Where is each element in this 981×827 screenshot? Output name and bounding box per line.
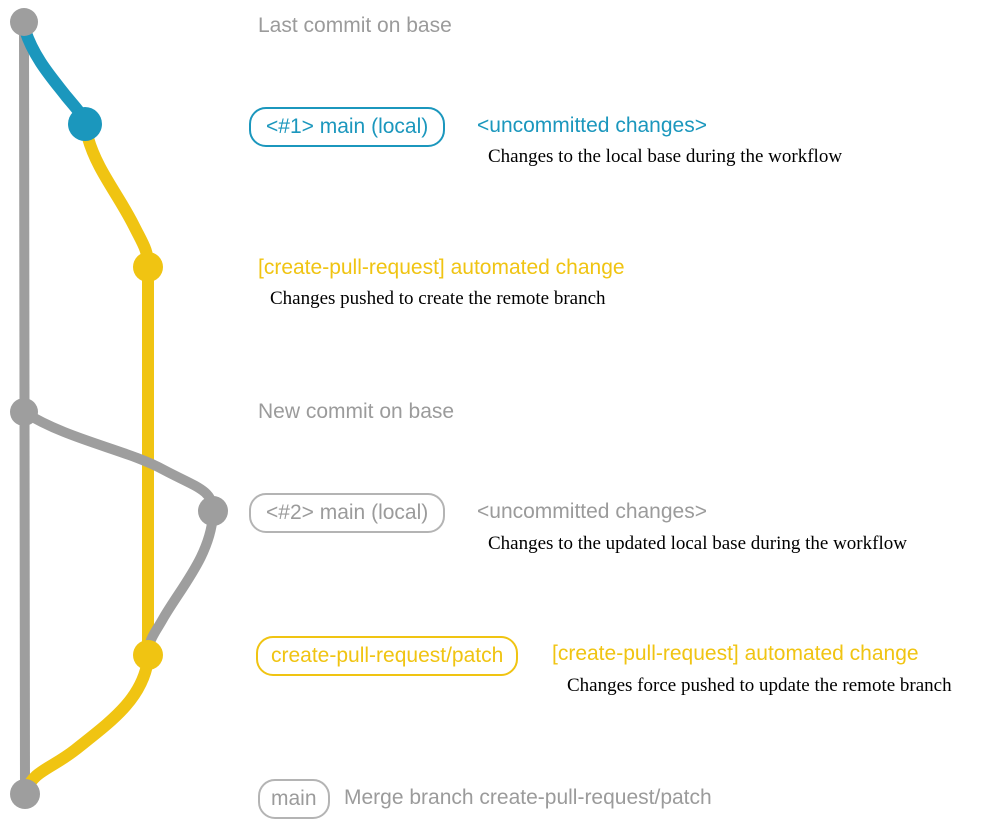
merge-commit-message: Merge branch create-pull-request/patch: [344, 786, 712, 809]
git-graph: [10, 8, 228, 809]
note-local-base-changes: Changes to the local base during the wor…: [488, 146, 843, 167]
commit-node-last-commit-on-base: [10, 8, 38, 36]
label-new-commit-on-base: New commit on base: [258, 400, 455, 423]
commit-node-automated-change-1: [133, 252, 163, 282]
heading-automated-change-1: [create-pull-request] automated change: [258, 256, 625, 279]
heading-automated-change-2: [create-pull-request] automated change: [552, 642, 919, 665]
commit-node-uncommitted-1: [68, 107, 102, 141]
branch-badge-main: main: [258, 779, 330, 819]
commit-node-uncommitted-2: [198, 496, 228, 526]
automated-change-1-edge: [82, 132, 154, 272]
branch-badge-main-local-2: <#2> main (local): [249, 493, 446, 533]
branch-badge-main-local-1: <#1> main (local): [249, 107, 446, 147]
commit-node-automated-change-2: [133, 640, 163, 670]
note-pushed-create-branch: Changes pushed to create the remote bran…: [270, 288, 606, 309]
note-force-pushed-update-branch: Changes force pushed to update the remot…: [567, 675, 952, 696]
rebase-edge: [143, 510, 218, 660]
branch-badge-create-pull-request-patch: create-pull-request/patch: [256, 636, 519, 676]
heading-uncommitted-changes-1: <uncommitted changes>: [477, 114, 707, 137]
merge-edge: [21, 654, 154, 796]
label-last-commit-on-base: Last commit on base: [258, 14, 452, 37]
heading-uncommitted-changes-2: <uncommitted changes>: [477, 500, 707, 523]
commit-node-merge: [10, 779, 40, 809]
local-main-1-edge: [19, 24, 90, 126]
note-updated-local-base-changes: Changes to the updated local base during…: [488, 533, 907, 554]
commit-node-new-commit-on-base: [10, 398, 38, 426]
local-main-2-edge: [19, 407, 218, 516]
